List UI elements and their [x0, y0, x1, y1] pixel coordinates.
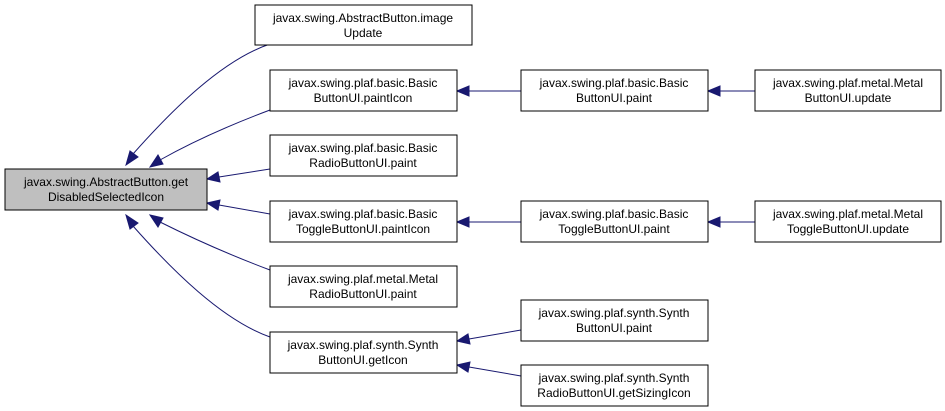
node-ab-image-line2: Update [344, 26, 383, 40]
node-brbui-paint-line1: javax.swing.plaf.basic.Basic [288, 141, 438, 155]
edge-srbui-sizing-to-getIcon [468, 366, 522, 377]
node-mrbui-paint-line1: javax.swing.plaf.metal.Metal [287, 272, 438, 286]
node-basicradiobuttonui-paint[interactable]: javax.swing.plaf.basic.Basic RadioButton… [269, 134, 458, 177]
node-sbui-getIcon-line1: javax.swing.plaf.synth.Synth [287, 338, 439, 352]
edge-srbui-sizing-arrowhead [455, 361, 471, 373]
node-basicbuttonui-painticon[interactable]: javax.swing.plaf.basic.Basic ButtonUI.pa… [269, 69, 458, 112]
node-sbui-paint-line2: ButtonUI.paint [576, 321, 653, 335]
edge-btbui-paintIcon-to-root [218, 204, 271, 215]
edge-brbui-paint-to-root [218, 168, 271, 178]
node-synthbuttonui-geticon[interactable]: javax.swing.plaf.synth.Synth ButtonUI.ge… [269, 331, 458, 374]
node-mbui-update-line2: ButtonUI.update [805, 91, 892, 105]
edge-sbui-getIcon-to-root [132, 225, 271, 338]
node-srbui-sizing-line2: RadioButtonUI.getSizingIcon [537, 386, 690, 400]
node-btbui-paintIcon-line1: javax.swing.plaf.basic.Basic [288, 207, 438, 221]
node-srbui-sizing-line1: javax.swing.plaf.synth.Synth [538, 371, 690, 385]
node-btbui-paint-line2: ToggleButtonUI.paint [558, 222, 670, 236]
edge-ab-image-arrowhead [125, 150, 139, 167]
edge-brbui-paint-arrowhead [205, 171, 221, 183]
node-abstractbutton-imageupdate[interactable]: javax.swing.AbstractButton.image Update [254, 4, 473, 46]
edge-btbui-paint-arrowhead [455, 216, 470, 228]
edge-bbui-paint-arrowhead [455, 85, 470, 97]
edges [125, 43, 755, 377]
edge-sbui-paint-arrowhead [455, 333, 471, 345]
node-btbui-paint-line1: javax.swing.plaf.basic.Basic [539, 207, 689, 221]
node-synthbuttonui-paint[interactable]: javax.swing.plaf.synth.Synth ButtonUI.pa… [520, 299, 709, 342]
edge-mtbui-update-arrowhead [706, 216, 721, 228]
node-mbui-update-line1: javax.swing.plaf.metal.Metal [772, 76, 923, 90]
node-metaltogglebuttonui-update[interactable]: javax.swing.plaf.metal.Metal ToggleButto… [754, 200, 942, 243]
edge-mrbui-paint-to-root [159, 221, 271, 271]
edge-mrbui-paint-arrowhead [148, 214, 164, 228]
node-btbui-paintIcon-line2: ToggleButtonUI.paintIcon [296, 222, 430, 236]
node-bbui-paint-line2: ButtonUI.paint [576, 91, 653, 105]
node-mtbui-update-line1: javax.swing.plaf.metal.Metal [772, 207, 923, 221]
edge-ab-image-to-root [132, 43, 271, 155]
node-mtbui-update-line2: ToggleButtonUI.update [787, 222, 909, 236]
edge-mbui-update-arrowhead [706, 85, 721, 97]
node-basictogglebuttonui-paint[interactable]: javax.swing.plaf.basic.Basic ToggleButto… [520, 200, 709, 243]
node-brbui-paint-line2: RadioButtonUI.paint [309, 156, 417, 170]
edge-sbui-paint-to-getIcon [468, 329, 522, 340]
node-metalbuttonui-update[interactable]: javax.swing.plaf.metal.Metal ButtonUI.up… [754, 69, 942, 112]
node-bbui-paint-line1: javax.swing.plaf.basic.Basic [539, 76, 689, 90]
node-bbui-paintIcon-line1: javax.swing.plaf.basic.Basic [288, 76, 438, 90]
node-metalradiobuttonui-paint[interactable]: javax.swing.plaf.metal.Metal RadioButton… [269, 265, 458, 308]
node-synthradiobuttonui-getsizingicon[interactable]: javax.swing.plaf.synth.Synth RadioButton… [520, 364, 709, 407]
node-ab-image-line1: javax.swing.AbstractButton.image [272, 11, 453, 25]
node-root[interactable]: javax.swing.AbstractButton.get DisabledS… [4, 168, 208, 211]
node-sbui-paint-line1: javax.swing.plaf.synth.Synth [538, 306, 690, 320]
edge-bbui-paintIcon-to-root [159, 109, 271, 161]
node-basictogglebuttonui-painticon[interactable]: javax.swing.plaf.basic.Basic ToggleButto… [269, 200, 458, 243]
edge-sbui-getIcon-arrowhead [125, 213, 139, 230]
edge-bbui-paintIcon-arrowhead [148, 154, 164, 168]
node-mrbui-paint-line2: RadioButtonUI.paint [309, 287, 417, 301]
node-sbui-getIcon-line2: ButtonUI.getIcon [318, 353, 407, 367]
edge-btbui-paintIcon-arrowhead [205, 199, 221, 211]
node-bbui-paintIcon-line2: ButtonUI.paintIcon [314, 91, 413, 105]
node-root-line1: javax.swing.AbstractButton.get [23, 175, 189, 189]
node-root-line2: DisabledSelectedIcon [48, 190, 164, 204]
node-basicbuttonui-paint[interactable]: javax.swing.plaf.basic.Basic ButtonUI.pa… [520, 69, 709, 112]
